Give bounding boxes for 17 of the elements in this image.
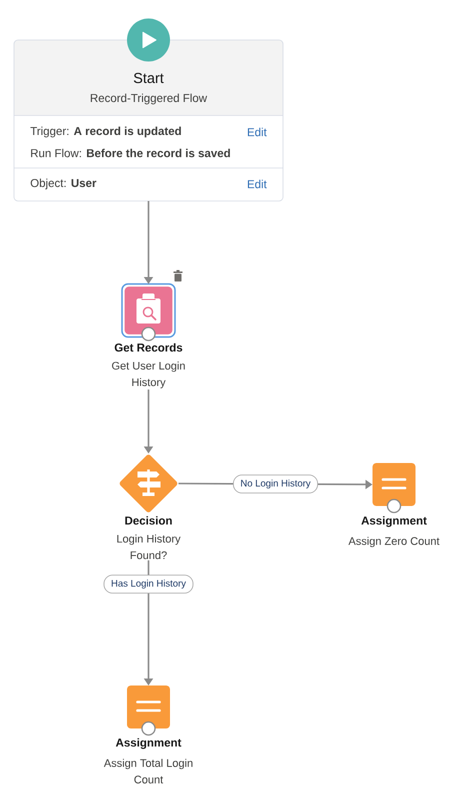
edit-link: Edit <box>248 180 267 188</box>
field-text: Trigger: A record is updated <box>30 126 181 138</box>
field-text: Run Flow: Before the record is saved <box>31 148 230 158</box>
element-title: Get Records <box>114 343 182 352</box>
edge-label: Has Login History <box>104 574 194 594</box>
element-title: Assignment <box>361 516 427 527</box>
element-label: Get User Login History <box>112 362 185 388</box>
card-title: Start <box>134 72 164 84</box>
element-label: Login History Found? <box>117 534 181 560</box>
edit-link: Edit <box>248 128 267 136</box>
element-title: Decision <box>125 516 172 525</box>
element-title: Assignment <box>116 738 182 749</box>
card-subtitle: Record-Triggered Flow <box>90 94 208 104</box>
field-text: Object: User <box>30 178 96 190</box>
edge-label: No Login History <box>232 474 318 494</box>
element-label: Assign Zero Count <box>348 536 440 548</box>
element-label: Assign Total Login Count <box>104 758 192 784</box>
